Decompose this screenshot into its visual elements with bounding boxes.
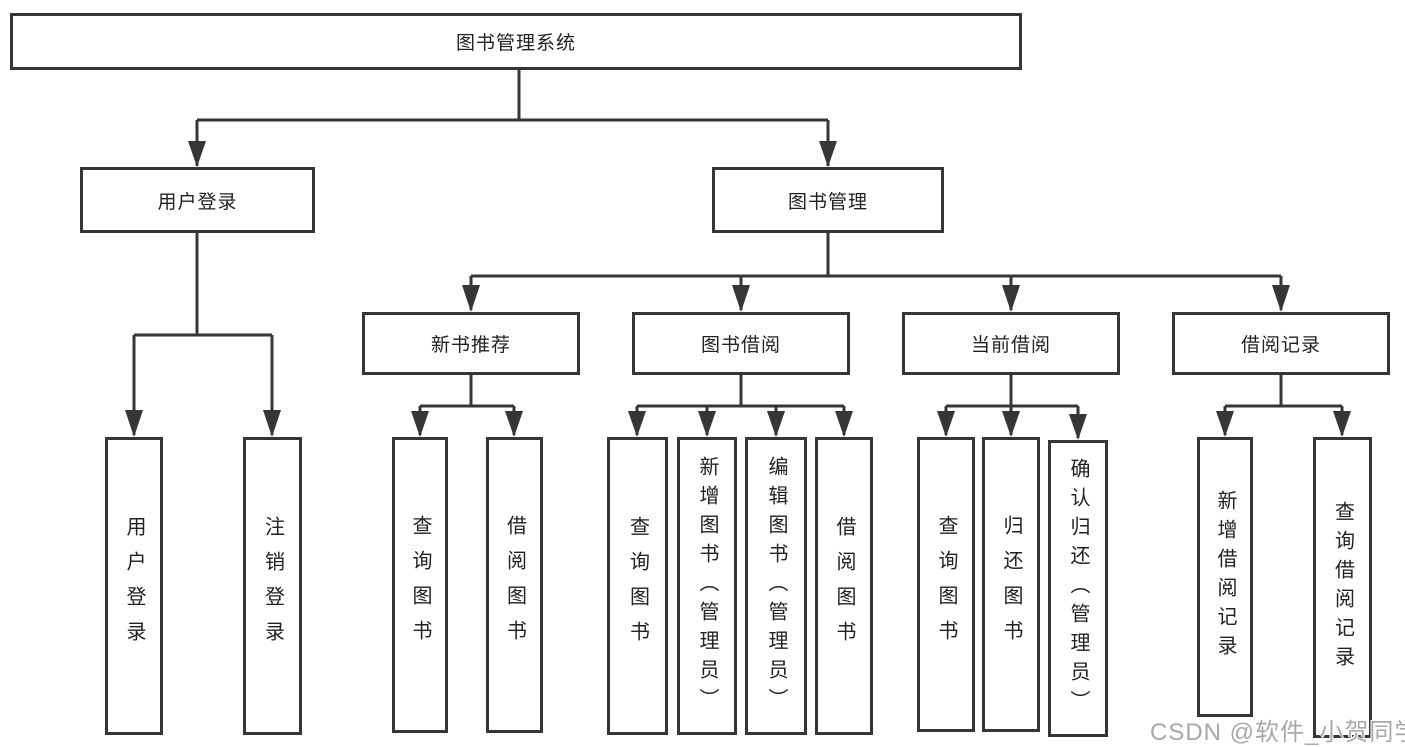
node-new-book-recommend: 新书推荐 xyxy=(362,312,580,375)
node-label: 新书推荐 xyxy=(430,335,511,356)
node-label: 确认归还（管理员） xyxy=(1067,458,1089,719)
leaf-confirm-return-admin: 确认归还（管理员） xyxy=(1048,440,1108,737)
node-label: 编辑图书（管理员） xyxy=(765,455,787,717)
node-label: 注销登录 xyxy=(261,516,284,656)
leaf-return-book: 归还图书 xyxy=(982,437,1040,732)
leaf-logout: 注销登录 xyxy=(243,437,302,735)
leaf-add-borrow-record: 新增借阅记录 xyxy=(1197,437,1253,717)
node-label: 查询图书 xyxy=(409,515,431,655)
node-label: 图书管理系统 xyxy=(455,33,576,54)
node-book-borrowing: 图书借阅 xyxy=(632,312,850,375)
node-label: 借阅图书 xyxy=(503,515,526,655)
node-label: 新增图书（管理员） xyxy=(696,455,718,717)
arrowheads xyxy=(125,141,1351,440)
node-library-management-system: 图书管理系统 xyxy=(10,13,1022,70)
node-label: 查询图书 xyxy=(626,516,649,656)
node-label: 新增借阅记录 xyxy=(1214,490,1236,664)
node-book-management: 图书管理 xyxy=(712,167,944,233)
leaf-query-borrow-record: 查询借阅记录 xyxy=(1313,437,1372,738)
node-label: 归还图书 xyxy=(1000,514,1022,655)
node-label: 查询图书 xyxy=(935,514,957,655)
leaf-edit-book-admin: 编辑图书（管理员） xyxy=(745,437,807,735)
node-user-login: 用户登录 xyxy=(80,167,315,233)
node-label: 用户登录 xyxy=(157,191,238,213)
node-current-borrowing: 当前借阅 xyxy=(902,312,1120,375)
leaf-query-books-current: 查询图书 xyxy=(917,437,975,732)
node-label: 图书借阅 xyxy=(700,335,781,356)
node-label: 用户登录 xyxy=(123,516,145,656)
node-label: 图书管理 xyxy=(787,191,868,213)
node-borrowing-records: 借阅记录 xyxy=(1172,312,1390,375)
node-label: 查询借阅记录 xyxy=(1331,500,1354,675)
leaf-add-book-admin: 新增图书（管理员） xyxy=(677,437,737,735)
leaf-user-login: 用户登录 xyxy=(105,437,163,735)
node-label: 当前借阅 xyxy=(970,335,1051,356)
leaf-query-books-borrow: 查询图书 xyxy=(607,437,668,735)
node-label: 借阅记录 xyxy=(1240,335,1321,356)
leaf-query-books-recommend: 查询图书 xyxy=(392,437,448,733)
node-label: 借阅图书 xyxy=(833,516,855,656)
leaf-borrow-books-recommend: 借阅图书 xyxy=(486,437,543,733)
leaf-borrow-books-borrow: 借阅图书 xyxy=(815,437,873,735)
csdn-watermark: CSDN @软件_小贺同学 xyxy=(1150,719,1405,746)
